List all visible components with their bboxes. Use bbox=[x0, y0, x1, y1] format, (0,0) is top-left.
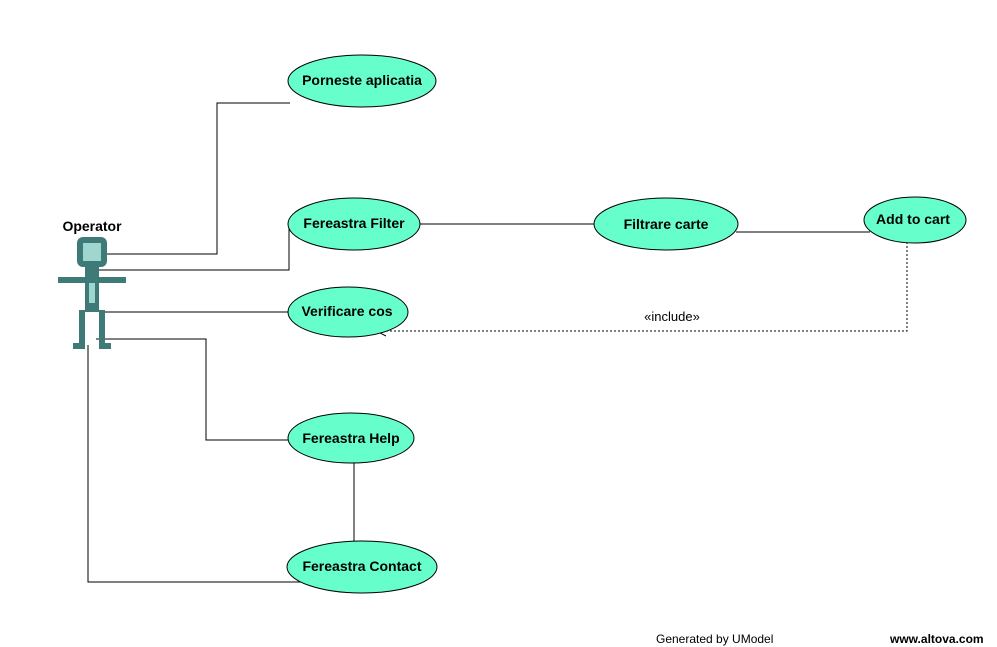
actor-foot-right bbox=[99, 343, 111, 349]
include-dependency-line bbox=[380, 242, 908, 332]
use-case-label: Filtrare carte bbox=[624, 216, 709, 232]
actor-operator[interactable]: Operator bbox=[58, 218, 126, 349]
use-case-label: Fereastra Filter bbox=[303, 215, 405, 231]
use-case-label: Porneste aplicatia bbox=[302, 72, 422, 88]
actor-foot-left bbox=[73, 343, 85, 349]
use-case-filtrare-carte[interactable]: Filtrare carte bbox=[593, 197, 739, 251]
use-case-fereastra-contact[interactable]: Fereastra Contact bbox=[286, 540, 438, 594]
use-case-label: Add to cart bbox=[876, 211, 950, 227]
use-case-label: Fereastra Help bbox=[302, 430, 399, 446]
actor-name: Operator bbox=[62, 218, 122, 234]
use-case-add-to-cart[interactable]: Add to cart bbox=[863, 196, 967, 244]
generated-by-label: Generated by UModel bbox=[656, 632, 774, 646]
actor-leg-right bbox=[99, 310, 105, 346]
include-stereotype-label: «include» bbox=[644, 309, 700, 324]
actor-body-highlight bbox=[89, 283, 95, 303]
actor-head-face bbox=[83, 243, 101, 261]
association-help bbox=[96, 338, 290, 441]
use-case-label: Verificare cos bbox=[301, 303, 392, 319]
use-case-fereastra-filter[interactable]: Fereastra Filter bbox=[287, 197, 421, 251]
use-case-label: Fereastra Contact bbox=[302, 558, 421, 574]
association-filter bbox=[98, 224, 290, 271]
association-porneste bbox=[102, 102, 290, 255]
use-case-verificare-cos[interactable]: Verificare cos bbox=[287, 286, 409, 338]
use-case-porneste-aplicatia[interactable]: Porneste aplicatia bbox=[287, 54, 437, 108]
site-url-label: www.altova.com bbox=[890, 632, 984, 646]
association-contact bbox=[87, 345, 306, 583]
use-case-fereastra-help[interactable]: Fereastra Help bbox=[287, 412, 415, 464]
actor-leg-left bbox=[79, 310, 85, 346]
